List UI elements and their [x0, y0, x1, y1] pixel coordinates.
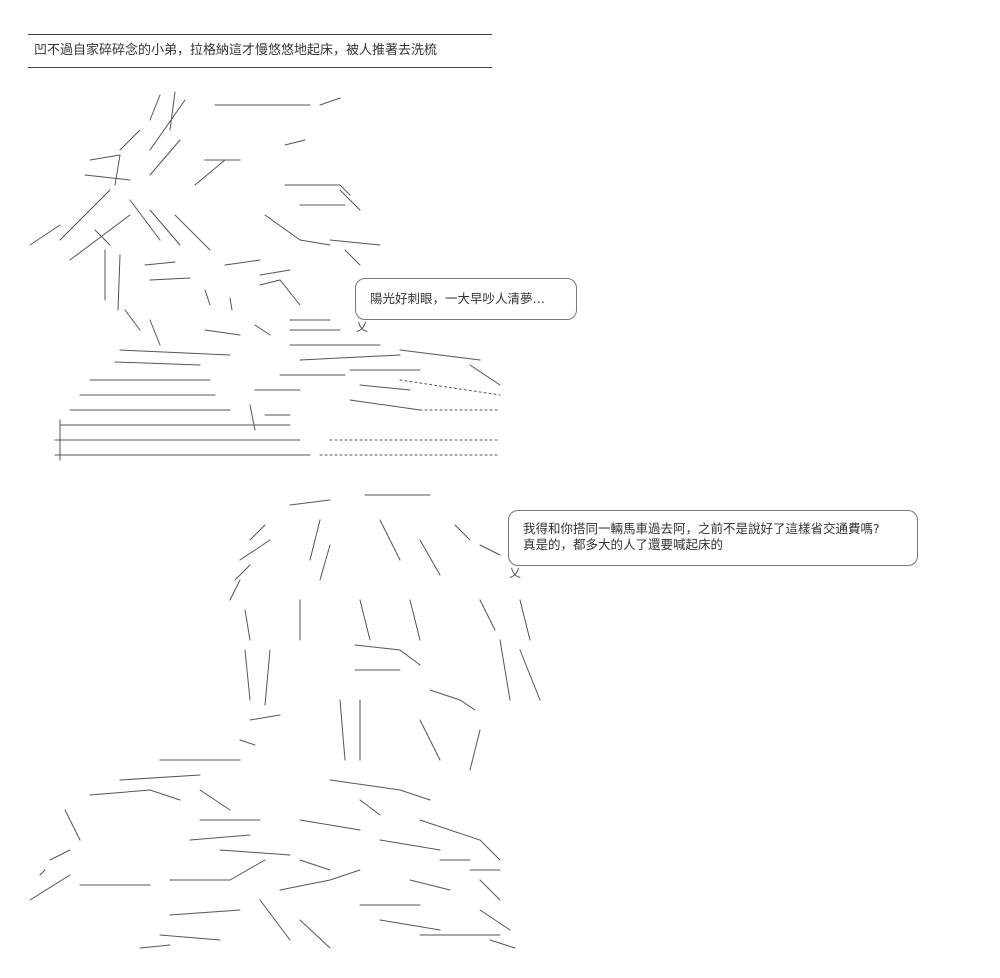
speech-bubble-1: 陽光好刺眼，一大早吵人清夢… [355, 278, 577, 320]
upper-figure-face [104, 249, 341, 346]
lower-figure-hair [229, 494, 531, 641]
upper-figure-hair [29, 91, 381, 266]
speech-bubble-2-line1: 我得和你搭同一輛馬車過去阿，之前不是說好了這樣省交通費嗎? [523, 521, 880, 536]
speech-bubble-1-text: 陽光好刺眼，一大早吵人清夢… [370, 291, 546, 306]
narration-caption: 凹不過自家碎碎念的小弟，拉格納這才慢悠悠地起床，被人推著去洗梳 [28, 34, 492, 68]
lower-figure-face [239, 639, 541, 771]
upper-figure-blanket [54, 344, 501, 461]
lower-figure-body [29, 759, 516, 949]
narration-text: 凹不過自家碎碎念的小弟，拉格納這才慢悠悠地起床，被人推著去洗梳 [34, 43, 438, 58]
speech-bubble-2-line2: 真是的，都多大的人了還要喊起床的 [523, 537, 724, 552]
speech-bubble-2-tail: 乂 [509, 566, 522, 580]
speech-bubble-1-tail: 乂 [356, 320, 369, 334]
speech-bubble-2: 我得和你搭同一輛馬車過去阿，之前不是說好了這樣省交通費嗎? 真是的，都多大的人了… [508, 510, 918, 566]
